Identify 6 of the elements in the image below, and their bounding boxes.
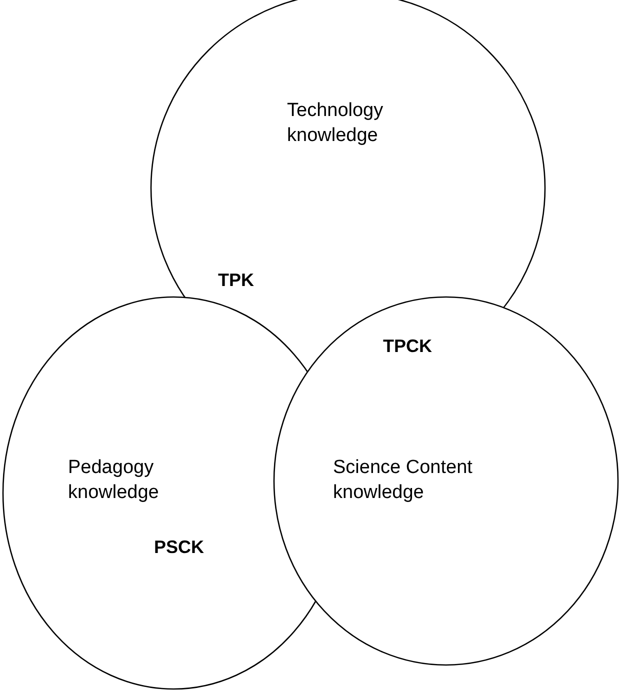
- overlap-label: PSCK: [154, 537, 204, 558]
- circle-label: Technology knowledge: [287, 99, 384, 148]
- overlap-label: TPK: [218, 270, 254, 291]
- circle-label: Pedagogy knowledge: [68, 456, 160, 505]
- overlap-label: TPCK: [383, 336, 432, 357]
- circle-label: Science Content knowledge: [333, 456, 474, 505]
